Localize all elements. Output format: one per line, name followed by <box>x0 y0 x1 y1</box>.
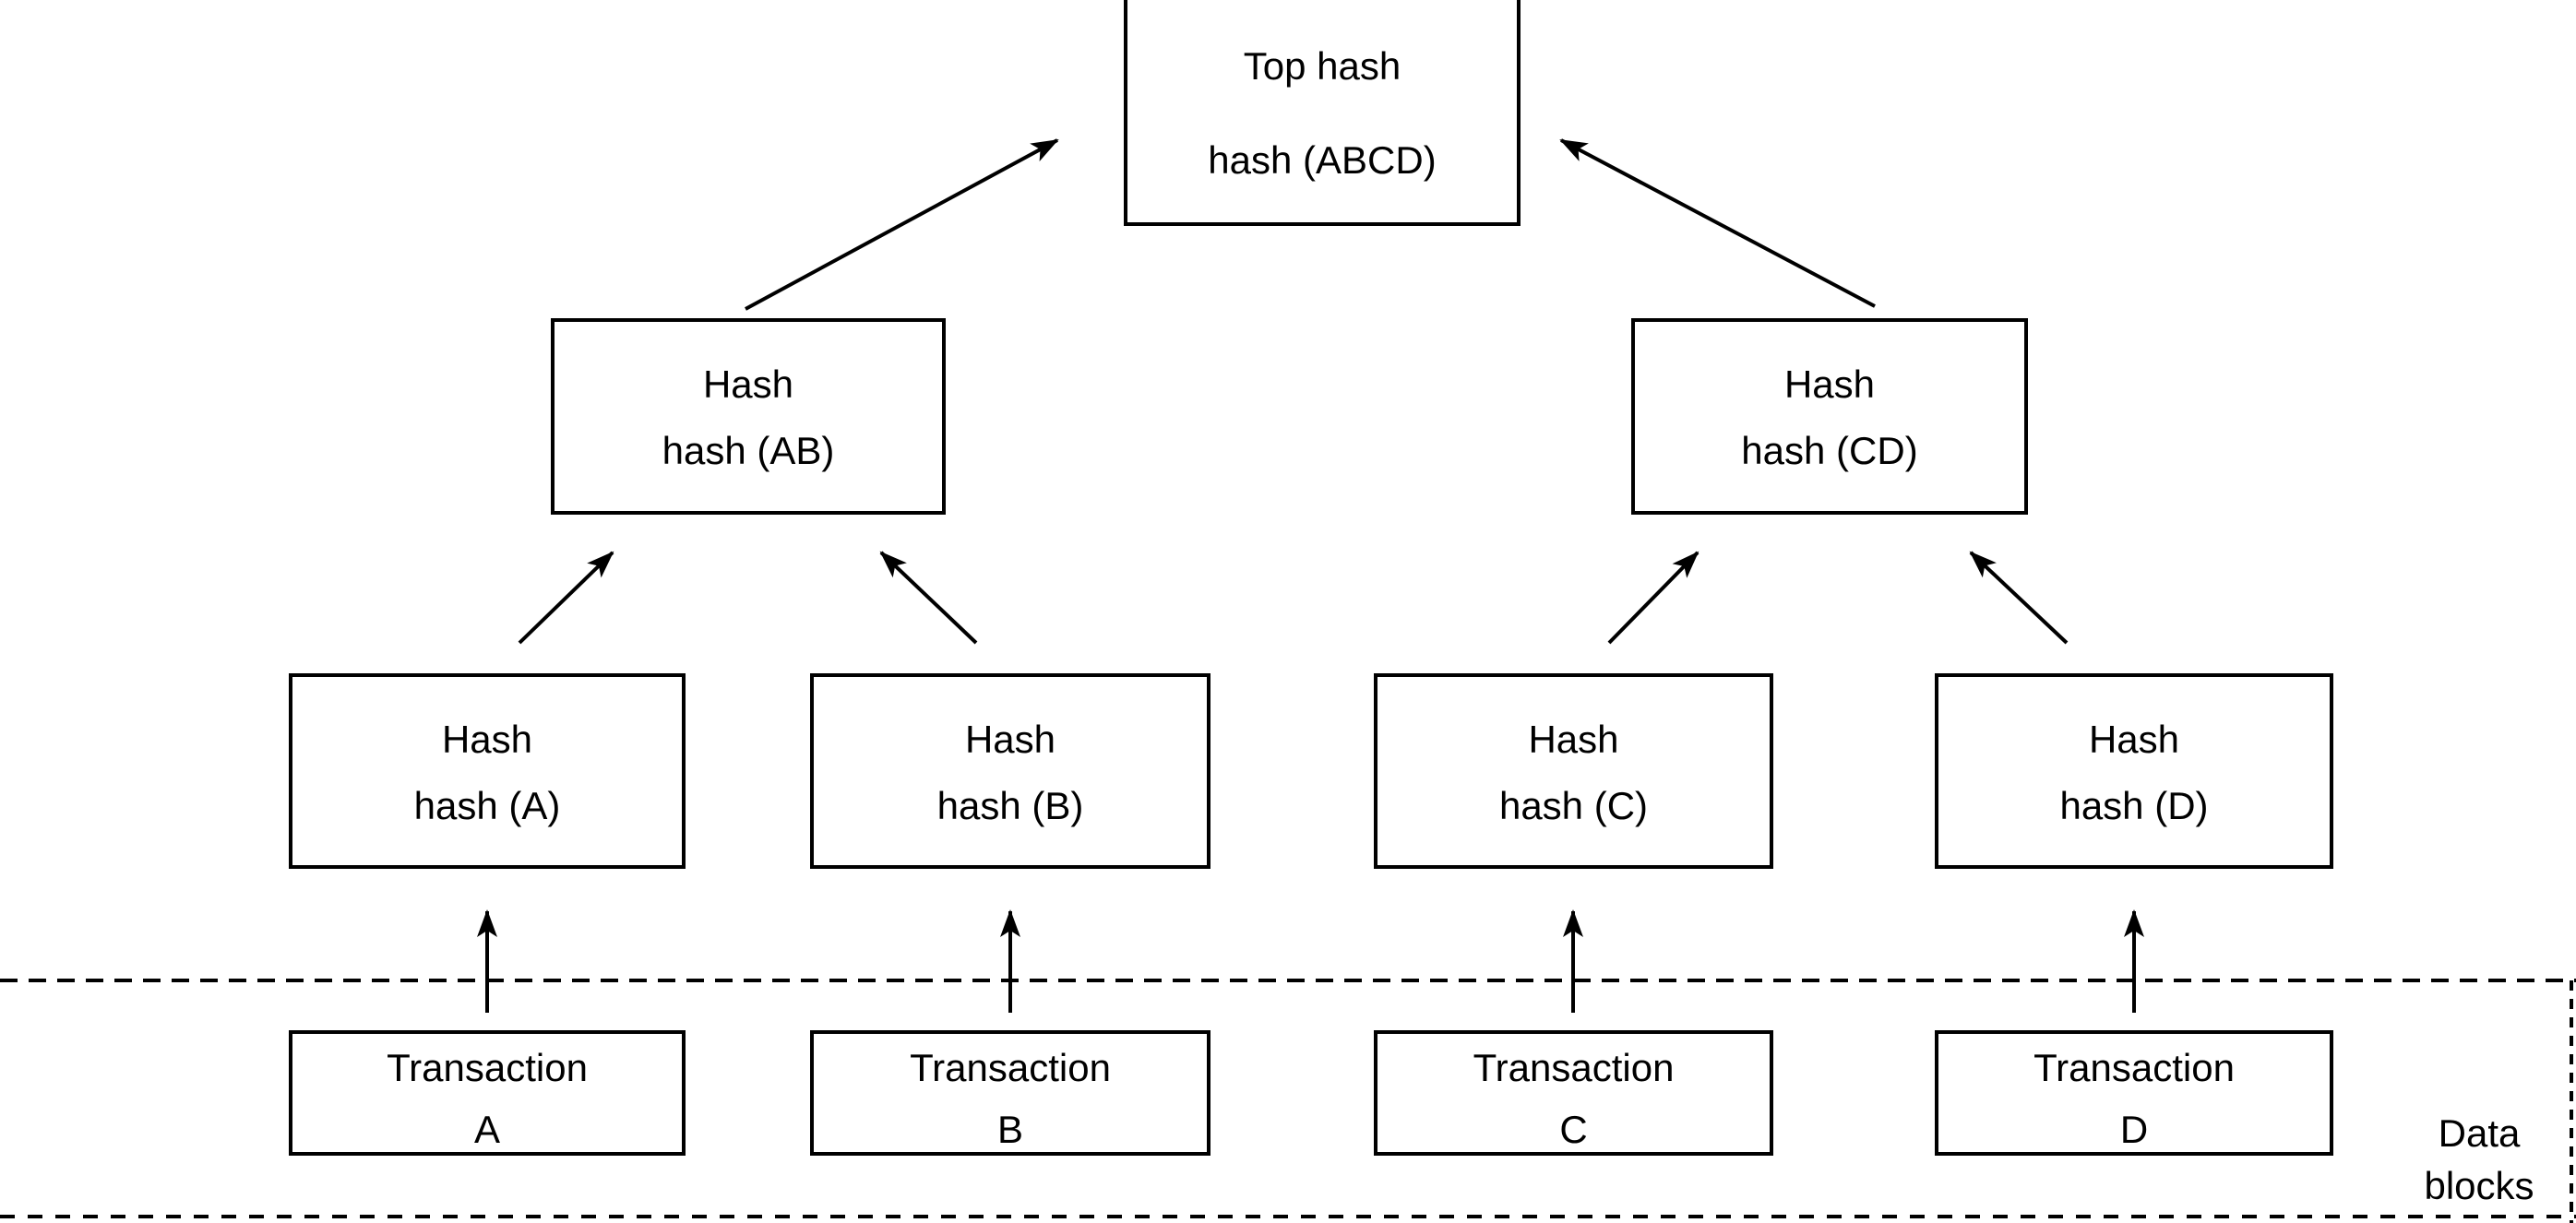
node-transaction-b: Transaction B <box>810 1030 1210 1156</box>
node-hash-a-subtitle: hash (A) <box>413 784 561 827</box>
node-hash-cd: Hash hash (CD) <box>1631 318 2028 515</box>
node-hash-ab-title: Hash <box>702 362 794 406</box>
node-hash-d-subtitle: hash (D) <box>2059 784 2209 827</box>
node-transaction-a: Transaction A <box>289 1030 686 1156</box>
node-hash-ab-subtitle: hash (AB) <box>662 429 835 472</box>
node-top-hash-subtitle: hash (ABCD) <box>1208 138 1437 182</box>
node-transaction-c-title: Transaction <box>1473 1046 1675 1089</box>
node-transaction-a-title: Transaction <box>387 1046 588 1089</box>
node-hash-d-title: Hash <box>2088 718 2180 761</box>
node-transaction-c-subtitle: C <box>1559 1108 1588 1151</box>
node-hash-b-subtitle: hash (B) <box>936 784 1084 827</box>
data-blocks-region-label-line2: blocks <box>2424 1164 2534 1207</box>
node-hash-a: Hash hash (A) <box>289 673 686 869</box>
node-top-hash: Top hash hash (ABCD) <box>1124 0 1521 226</box>
node-transaction-c: Transaction C <box>1374 1030 1773 1156</box>
node-transaction-d: Transaction D <box>1935 1030 2333 1156</box>
node-transaction-a-subtitle: A <box>473 1108 500 1151</box>
edge-hash-b-to-hash-ab <box>879 551 978 645</box>
edge-hash-d-to-hash-cd <box>1969 551 2069 645</box>
node-hash-ab: Hash hash (AB) <box>551 318 946 515</box>
node-hash-c-title: Hash <box>1528 718 1619 761</box>
node-hash-a-title: Hash <box>441 718 533 761</box>
node-hash-d: Hash hash (D) <box>1935 673 2333 869</box>
node-hash-cd-title: Hash <box>1783 362 1876 406</box>
node-hash-c: Hash hash (C) <box>1374 673 1773 869</box>
edge-hash-cd-to-top-hash <box>1559 138 1876 308</box>
node-transaction-b-subtitle: B <box>996 1108 1023 1151</box>
node-hash-cd-subtitle: hash (CD) <box>1741 429 1918 472</box>
data-blocks-region-label-line1: Data <box>2438 1111 2521 1155</box>
node-top-hash-title: Top hash <box>1243 44 1401 88</box>
node-transaction-b-title: Transaction <box>910 1046 1111 1089</box>
edge-hash-a-to-hash-ab <box>518 551 614 645</box>
data-blocks-region-label: Data blocks <box>2368 1107 2576 1212</box>
edge-hash-c-to-hash-cd <box>1607 551 1699 645</box>
node-transaction-d-title: Transaction <box>2033 1046 2235 1089</box>
node-hash-b-title: Hash <box>964 718 1056 761</box>
node-hash-b: Hash hash (B) <box>810 673 1210 869</box>
node-hash-c-subtitle: hash (C) <box>1498 784 1649 827</box>
edge-hash-ab-to-top-hash <box>745 138 1059 311</box>
node-transaction-d-subtitle: D <box>2119 1108 2149 1151</box>
